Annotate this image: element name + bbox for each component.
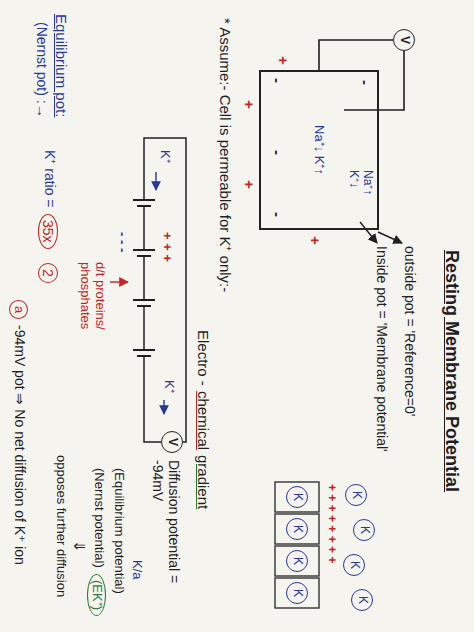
electrode-wire [344,51,404,110]
charge-sign: + + + + + + + + [324,484,338,563]
node-text: K [347,561,360,569]
note-heading: * Assume:- Cell is permeable for K⁺ only… [217,18,234,292]
pointer-arrow [110,281,128,282]
node-text: K [357,526,370,534]
note-text: (Nernst pot) [34,22,50,96]
charge-sign: - [269,78,286,83]
page-title: Resting Membrane Potential [441,250,462,492]
node-text: V [397,36,410,44]
potassium-ion: K [345,484,367,506]
potassium-ion: K [351,589,373,611]
capacitor-plate [137,205,151,207]
capacitor-plate [137,355,151,357]
node-text: Na⁺↓ K⁺↑ [312,125,326,175]
ion-label: Na⁺↑ K⁺↓ [346,170,374,214]
pointer-arrow [378,232,402,243]
charge-sign: + [241,100,258,109]
note-text: outside pot = 'Reference=0' [402,246,418,416]
membrane-wire [143,150,145,200]
arrow-symbol: ⇓ [71,540,88,553]
note-text: (Nernst potential) [91,468,106,568]
ion-label: K⁺ [161,380,176,393]
potassium-ion: K [353,519,375,541]
voltmeter-symbol: V [161,431,183,453]
node-text: V [165,438,178,446]
charge-sign: + + + [159,232,174,262]
cell-box [275,514,319,544]
charge-sign: - [357,80,374,85]
callout-number: a [9,300,28,319]
note-text: K⁺ ratio = [42,150,58,208]
circuit-wire [319,40,393,70]
node-text: K [290,493,303,501]
membrane-wire [143,306,145,350]
circuit-wire [144,138,186,442]
membrane-wire [143,206,145,250]
pointer-arrow [360,222,377,243]
membrane-wire [143,256,145,300]
cell-box [275,482,319,512]
note-text: opposes further diffusion [53,455,68,597]
diffusion-arrow [163,400,164,414]
charge-sign: + [275,56,292,65]
charge-sign: + [307,236,324,245]
symbol-label: (EK⁺) [87,574,106,616]
note-text: d/t proteins/ phosphates [77,262,107,372]
node-text: K [290,557,303,565]
note-heading: gradient [195,455,212,509]
capacitor-plate [137,305,151,307]
charge-sign: + [241,180,258,189]
charge-sign: - - - [114,232,129,252]
charge-sign: - [269,150,286,155]
potassium-ion: K [343,554,365,576]
capacitor-plate [133,199,155,201]
capacitor-plate [137,255,151,257]
note-heading: Equilibrium pot: [53,14,70,117]
capacitor-plate [133,249,155,251]
note-text: (Equilibrium potential) [111,468,126,594]
note-text: -94mV pot ⇒ No net diffusion of K⁺ ion [12,325,28,565]
membrane-wire [143,356,145,420]
note-text: Inside pot = 'Membrane potential' [374,246,390,452]
node-text: K [290,525,303,533]
node-text: K [349,491,362,499]
charge-sign: - [269,212,286,217]
voltmeter-symbol: V [393,29,415,51]
potassium-ion: K [286,582,308,604]
cell-box [275,546,319,576]
potassium-ion: K [286,486,308,508]
note-heading: chemical [195,391,212,450]
note-text: K/a [129,560,144,580]
capacitor-plate [133,299,155,301]
cell-box [275,578,319,608]
arrow-symbol: :→ [34,100,50,118]
node-text: K [290,589,303,597]
note-heading: Electro - [195,330,212,386]
circuit-wire [144,420,161,442]
diffusion-arrow [155,172,156,190]
note-text: Diffusion potential = -94mV [150,460,182,625]
node-text: K [355,596,368,604]
capacitor-plate [133,349,155,351]
callout-number: 35x [38,214,58,249]
potassium-ion: K [286,550,308,572]
ion-label: K⁺ [157,150,172,163]
potassium-ion: K [286,518,308,540]
callout-number: 2 [38,263,58,283]
